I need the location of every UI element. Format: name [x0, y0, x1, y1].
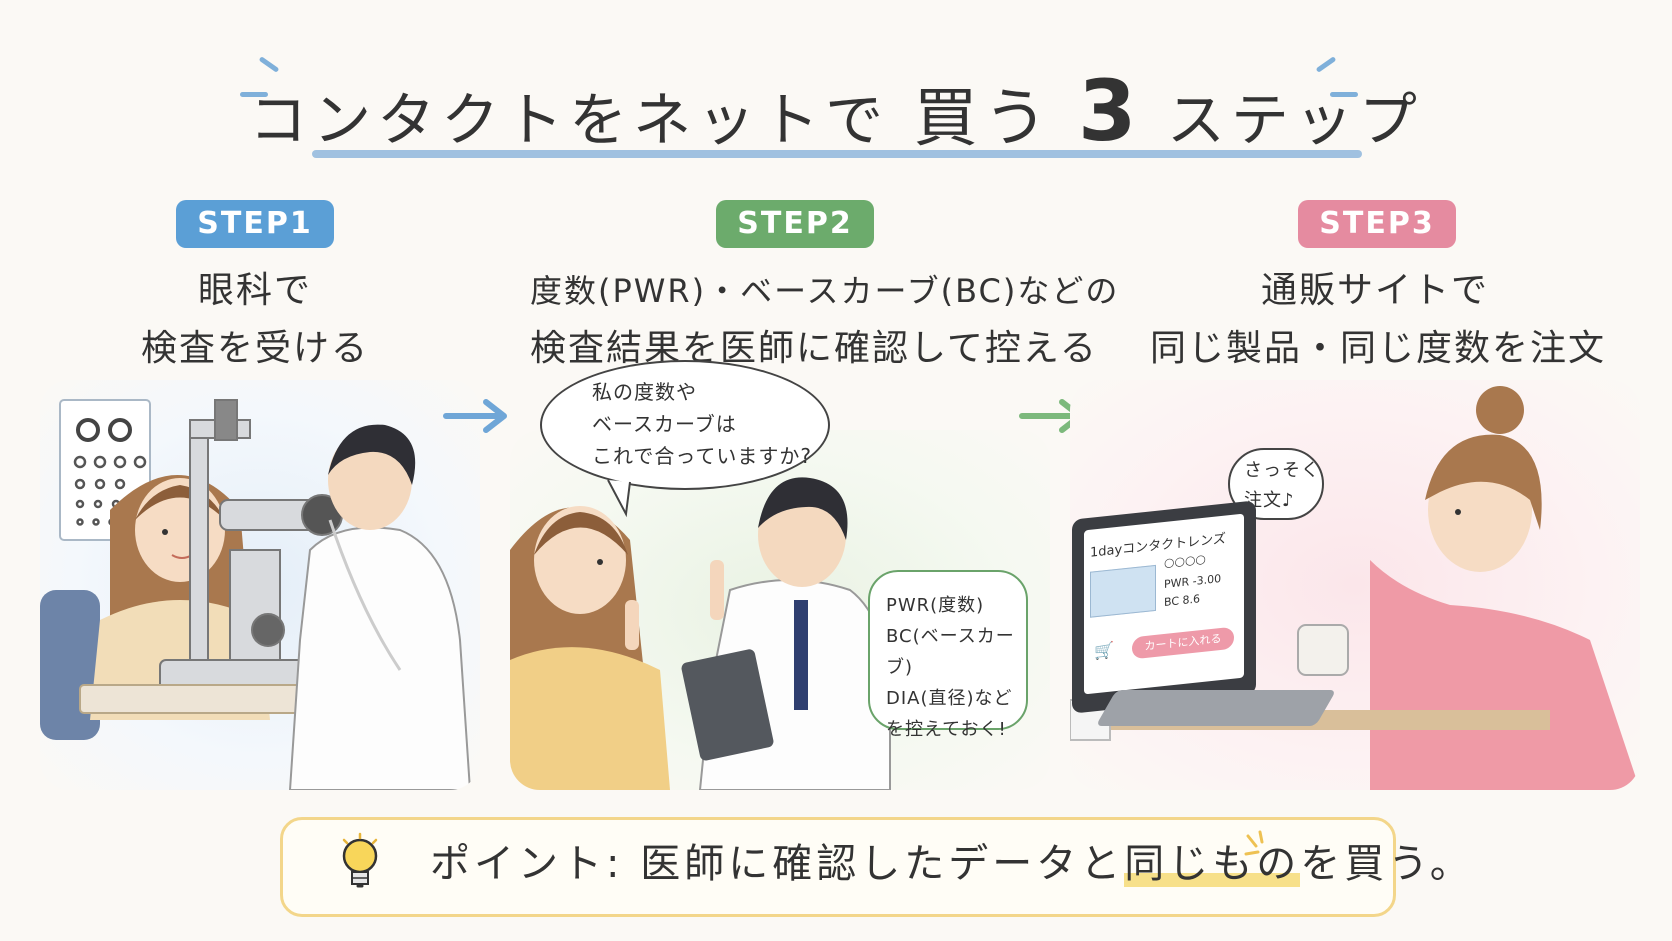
- title-buy: 買う: [913, 82, 1054, 156]
- sparkle-icon: [1244, 830, 1264, 856]
- step2-description: 度数(PWR)・ベースカーブ(BC)などの 検査結果を医師に確認して控える: [530, 262, 1120, 378]
- eye-exam-illustration: [40, 399, 472, 790]
- lightbulb-icon: [342, 832, 378, 888]
- step3-description: 通販サイトで 同じ製品・同じ度数を注文: [1150, 262, 1607, 378]
- step3-badge: STEP3: [1298, 200, 1456, 248]
- step1-badge-label: STEP1: [197, 206, 313, 241]
- consultation-illustration: [510, 477, 891, 790]
- step1-line2: 検査を受ける: [140, 328, 369, 369]
- memo-line2: BC(ベースカーブ): [886, 626, 1015, 678]
- page-title: コンタクトをネットで 買う 3 ステップ: [0, 62, 1672, 160]
- patient-speech-bubble: 私の度数や ベースカーブは これで合っていますか?: [540, 360, 830, 490]
- point-highlight: 同じもの: [1124, 841, 1301, 887]
- laptop-screen: 1dayコンタクトレンズ ○○○○ PWR -3.00 BC 8.6 カートに入…: [1084, 513, 1244, 695]
- speech-bubble-tail: [607, 480, 631, 518]
- point-text-after: を買う。: [1300, 841, 1474, 887]
- point-label: ポイント:: [430, 841, 624, 887]
- product-pwr: PWR -3.00: [1164, 571, 1222, 591]
- arrow-right-icon: [443, 399, 507, 433]
- step3-line1: 通販サイトで: [1260, 270, 1489, 311]
- step2-line1: 度数(PWR)・ベースカーブ(BC)などの: [530, 272, 1120, 310]
- title-main: コンタクトをネットで: [249, 86, 890, 154]
- doctor-figure: [288, 424, 472, 790]
- cart-button-label: カートに入れる: [1144, 631, 1222, 654]
- doctor-figure: [681, 477, 891, 790]
- title-number: 3: [1077, 62, 1143, 160]
- thought-line2: 注文♪: [1244, 490, 1295, 511]
- shopper-figure: [1370, 386, 1640, 790]
- step1-line1: 眼科で: [197, 270, 312, 311]
- step2-badge: STEP2: [716, 200, 874, 248]
- lens-box-image: [1090, 564, 1156, 618]
- woman-figure: [510, 506, 670, 790]
- speech-line2: ベースカーブは: [592, 412, 737, 436]
- speech-line1: 私の度数や: [592, 380, 697, 404]
- memo-line4: を控えておく!: [886, 719, 1007, 740]
- slit-lamp-icon: [159, 399, 351, 691]
- memo-line1: PWR(度数): [886, 595, 985, 616]
- laptop-keyboard: [1095, 690, 1337, 726]
- product-rating: ○○○○: [1164, 551, 1206, 570]
- cart-button[interactable]: カートに入れる: [1132, 626, 1234, 660]
- laptop: 1dayコンタクトレンズ ○○○○ PWR -3.00 BC 8.6 カートに入…: [1072, 500, 1256, 714]
- scene1-eye-exam: [40, 380, 480, 790]
- product-bc: BC 8.6: [1164, 592, 1201, 609]
- title-tail: ステップ: [1166, 86, 1423, 154]
- memo-line3: DIA(直径)など: [886, 688, 1013, 709]
- thought-line1: さっそく: [1244, 460, 1320, 481]
- memo-bubble: PWR(度数) BC(ベースカーブ) DIA(直径)など を控えておく!: [868, 570, 1028, 740]
- title-decoration-left: [240, 92, 268, 97]
- step2-line2: 検査結果を医師に確認して控える: [530, 328, 1098, 369]
- step2-badge-label: STEP2: [737, 206, 853, 241]
- thought-bubble: さっそく 注文♪: [1228, 448, 1324, 520]
- speech-line3: これで合っていますか?: [592, 444, 813, 468]
- step3-badge-label: STEP3: [1319, 206, 1435, 241]
- step3-line2: 同じ製品・同じ度数を注文: [1150, 328, 1607, 369]
- cart-icon: 🛒: [1094, 640, 1114, 662]
- point-message: ポイント: 医師に確認したデータと同じものを買う。: [430, 835, 1474, 893]
- step1-badge: STEP1: [176, 200, 334, 248]
- point-text-before: 医師に確認したデータと: [640, 841, 1125, 887]
- title-underline: [312, 150, 1362, 158]
- title-decoration-right: [1330, 92, 1358, 97]
- step1-description: 眼科で 検査を受ける: [60, 262, 450, 378]
